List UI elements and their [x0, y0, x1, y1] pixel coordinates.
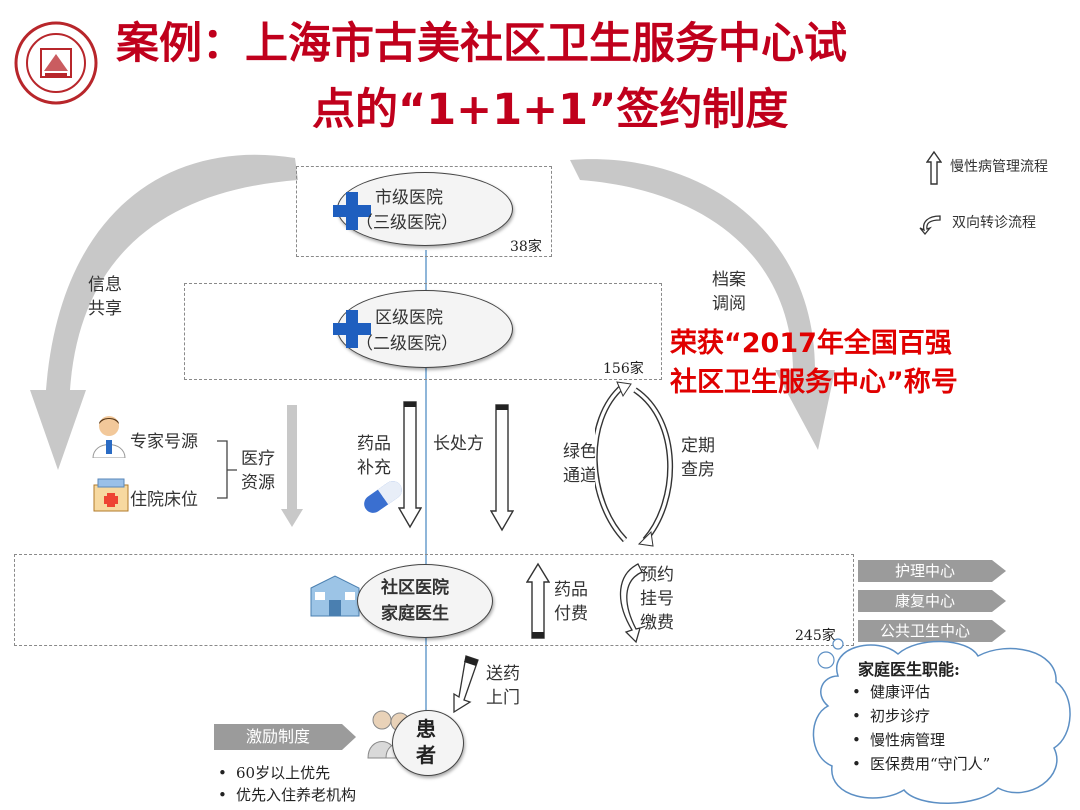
info-share-curved-arrow-icon	[30, 154, 298, 470]
resources-down-arrow-icon	[280, 405, 304, 533]
duties-title: 家庭医生职能:	[858, 660, 960, 679]
archive-label: 档案调阅	[712, 270, 746, 314]
center-public-health: 公共卫生中心	[879, 622, 970, 640]
award-line-1: 荣获“2017年全国百强	[670, 328, 952, 359]
duty-item: 初步诊疗	[848, 704, 990, 728]
duty-item: 慢性病管理	[848, 728, 990, 752]
incentive-item: 60岁以上优先	[214, 762, 356, 784]
patient-ellipse	[392, 710, 464, 776]
resources-label: 医疗资源	[241, 449, 275, 493]
long-rx-arrow-icon	[489, 403, 515, 537]
center-nursing: 护理中心	[894, 562, 955, 580]
district-hospital-cross-icon	[333, 310, 371, 352]
drug-supply-label: 药品补充	[357, 434, 391, 478]
legend-referral-arrow-icon	[918, 213, 944, 239]
district-hospital-level: （二级医院）	[356, 334, 458, 354]
university-logo	[14, 21, 98, 105]
community-box	[14, 554, 854, 646]
community-hospital-name: 社区医院	[381, 578, 449, 598]
city-hospital-name: 市级医院	[375, 188, 443, 208]
delivery-label: 送药上门	[486, 664, 520, 708]
community-count: 245家	[795, 628, 836, 644]
beds-label: 住院床位	[130, 490, 198, 510]
district-hospital-count: 156家	[603, 361, 644, 377]
center-rehab: 康复中心	[894, 592, 955, 610]
duty-item: 健康评估	[848, 680, 990, 704]
legend-referral-label: 双向转诊流程	[952, 215, 1036, 231]
drug-pay-arrow-icon	[525, 562, 551, 644]
duty-item: 医保费用“守门人”	[848, 752, 990, 776]
title-line-1: 案例：上海市古美社区卫生服务中心试	[116, 19, 847, 69]
info-share-label: 信息共享	[88, 275, 122, 319]
center-tags	[858, 560, 1008, 650]
drug-supply-arrow-icon	[397, 400, 423, 534]
delivery-arrow-icon	[452, 654, 482, 718]
referral-loop-icon	[591, 380, 685, 554]
city-hospital-box	[296, 166, 552, 257]
city-hospital-count: 38家	[510, 239, 542, 255]
legend-chronic-arrow-icon	[925, 150, 943, 190]
doctor-icon	[91, 414, 127, 462]
expert-label: 专家号源	[130, 432, 198, 452]
incentive-tag: 激励制度	[214, 724, 342, 750]
patient-label: 患者	[416, 717, 436, 767]
title-line-2: 点的“1+1+1”签约制度	[312, 85, 789, 135]
drug-pay-label: 药品付费	[554, 580, 588, 624]
incentive-list: 60岁以上优先 优先入住养老机构	[214, 762, 356, 806]
district-hospital-name: 区级医院	[375, 308, 443, 328]
appointment-arrow-icon	[612, 560, 646, 648]
award-line-2: 社区卫生服务中心”称号	[670, 367, 958, 398]
legend-chronic-label: 慢性病管理流程	[950, 159, 1048, 175]
family-doctor-name: 家庭医生	[381, 604, 449, 624]
clinic-building-icon	[307, 570, 363, 624]
district-hospital-box	[184, 283, 662, 380]
long-rx-label: 长处方	[433, 434, 484, 454]
center-connector	[425, 250, 427, 750]
hospital-bed-icon	[92, 477, 130, 517]
appointment-label: 预约挂号缴费	[640, 565, 674, 633]
community-ellipse	[357, 564, 493, 638]
city-hospital-level: （三级医院）	[356, 213, 458, 233]
green-channel-label: 绿色通道	[563, 442, 597, 486]
rounds-label: 定期查房	[681, 436, 715, 480]
pill-icon	[358, 476, 408, 522]
duties-list: 健康评估 初步诊疗 慢性病管理 医保费用“守门人”	[848, 680, 990, 776]
resources-brace	[217, 440, 237, 499]
incentive-tag-arrow	[342, 724, 356, 750]
city-hospital-cross-icon	[333, 192, 371, 234]
incentive-item: 优先入住养老机构	[214, 784, 356, 806]
archive-curved-arrow-icon	[570, 159, 835, 451]
